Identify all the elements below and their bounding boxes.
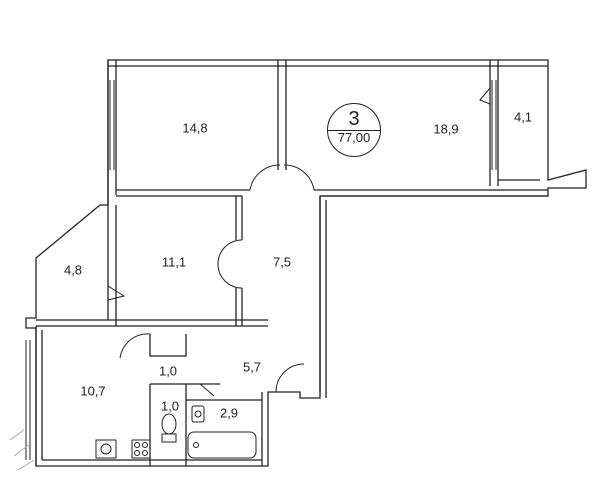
total-area: 77,00: [337, 130, 371, 145]
walls: [25, 59, 587, 467]
label-hall: 5,7: [242, 359, 262, 375]
label-loggia-left: 4,8: [63, 262, 83, 278]
label-bathroom: 2,9: [219, 405, 239, 421]
label-corridor: 7,5: [272, 254, 292, 270]
rooms-count: 3: [348, 108, 360, 130]
label-room-top-left: 14,8: [182, 120, 208, 136]
doors: [107, 86, 491, 397]
label-wc-corridor: 1,0: [158, 363, 178, 379]
windows: [25, 80, 497, 460]
plumbing: [161, 405, 257, 459]
badge-divider: [328, 130, 380, 131]
label-kitchen: 10,7: [80, 383, 106, 399]
label-room-top-right: 18,9: [433, 121, 459, 137]
label-room-middle: 11,1: [161, 254, 187, 270]
label-wc: 1,0: [160, 398, 180, 414]
corner-decor: [9, 429, 35, 471]
label-balcony-right: 4,1: [513, 109, 533, 125]
apartment-badge: 3 77,00: [327, 103, 381, 157]
kitchen-appliances: [95, 439, 151, 459]
